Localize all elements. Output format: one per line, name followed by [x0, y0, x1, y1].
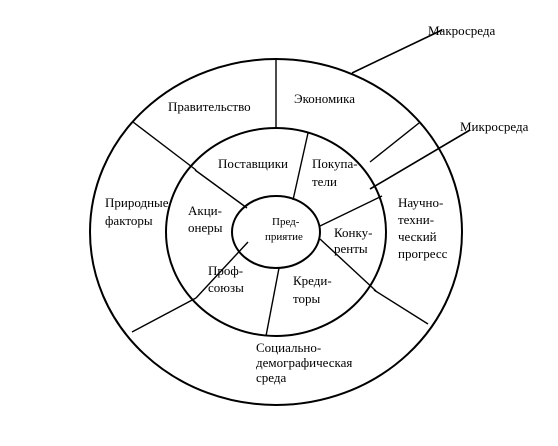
macro-divider-upper-left — [132, 121, 197, 171]
macro-government-label: Правительство — [168, 99, 251, 114]
macro-divider-lower-right — [373, 289, 429, 325]
macro-social-label: Социально- демографическая среда — [256, 340, 356, 385]
macro-callout-line — [351, 29, 443, 74]
enterprise-circle — [231, 195, 321, 269]
micro-divider-right — [319, 195, 383, 227]
macro-economy-label: Экономика — [294, 91, 355, 106]
macro-nature-label: Природные факторы — [105, 195, 172, 228]
enterprise-label: Пред- приятие — [265, 216, 303, 243]
micro-competitors-label: Конку- ренты — [334, 225, 376, 256]
micro-divider-upper-left — [194, 169, 248, 209]
micro-unions-label: Проф- союзы — [208, 263, 246, 295]
micro-callout-label: Микросреда — [460, 119, 529, 134]
macro-progress-label: Научно- техни- ческий прогресс — [398, 195, 448, 261]
micro-divider-bottom — [265, 267, 280, 337]
micro-divider-lower-left — [195, 241, 249, 299]
macro-callout-label: Макросреда — [428, 23, 495, 38]
micro-suppliers-label: Поставщики — [218, 156, 288, 171]
micro-shareholders-label: Акци- онеры — [188, 203, 225, 235]
macro-divider-upper-right — [369, 122, 420, 163]
micro-callout-line — [369, 129, 471, 190]
macro-divider-lower-left — [131, 297, 197, 333]
micro-divider-lower-right — [319, 238, 377, 292]
micro-creditors-label: Креди- торы — [293, 273, 335, 306]
micro-divider-top — [292, 132, 309, 201]
micro-buyers-label: Покупа- тели — [312, 156, 361, 189]
